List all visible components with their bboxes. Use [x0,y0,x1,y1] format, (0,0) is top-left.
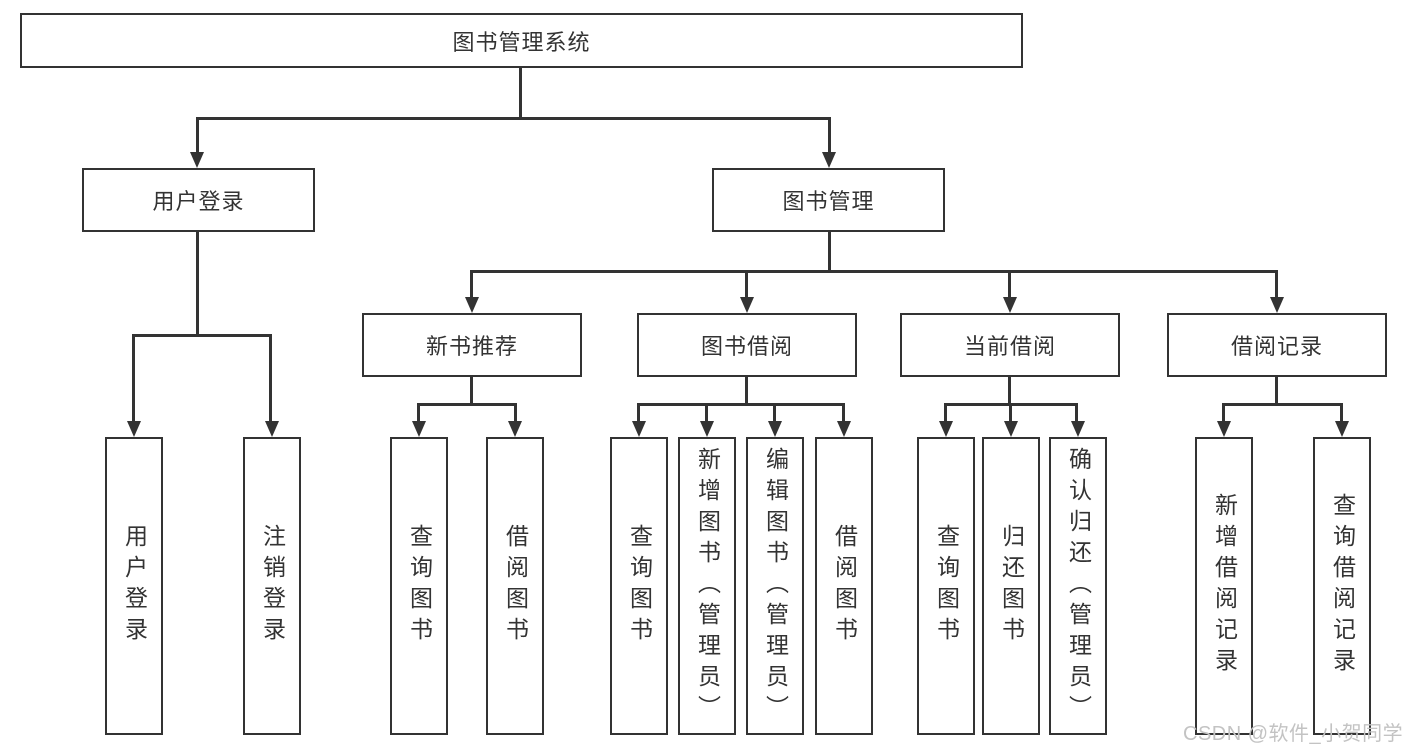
connector-arrow [768,421,782,437]
leaf-bb-add-books-admin-label: 新增图书（管理员） [694,446,721,726]
node-borrow-records-label: 借阅记录 [1230,334,1323,359]
leaf-cb-confirm-return-admin: 确认归还（管理员） [1049,437,1107,735]
connector-line [637,403,845,406]
connector-line [637,403,640,422]
leaf-logout-label: 注销登录 [259,524,286,648]
connector-arrow [700,421,714,437]
connector-line [132,334,272,337]
connector-line [944,403,947,422]
leaf-bb-edit-books-admin: 编辑图书（管理员） [746,437,804,735]
leaf-user-login: 用户登录 [105,437,163,735]
connector-arrow [822,152,836,168]
connector-line [1222,403,1342,406]
leaf-nb-borrow-books: 借阅图书 [486,437,544,735]
node-user-login: 用户登录 [82,168,315,232]
leaf-user-login-label: 用户登录 [121,524,148,648]
connector-arrow [1071,421,1085,437]
connector-arrow [1270,297,1284,313]
leaf-nb-borrow-books-label: 借阅图书 [502,524,529,648]
node-new-books-label: 新书推荐 [425,334,518,359]
connector-arrow [632,421,646,437]
connector-line [745,377,748,406]
leaf-bb-add-books-admin: 新增图书（管理员） [678,437,736,735]
node-current-borrow: 当前借阅 [900,313,1120,377]
connector-arrow [127,421,141,437]
leaf-br-add-record-label: 新增借阅记录 [1211,493,1238,679]
connector-line [514,403,517,422]
node-borrow-records: 借阅记录 [1167,313,1387,377]
connector-line [828,117,831,153]
connector-arrow [1335,421,1349,437]
node-book-mgmt-label: 图书管理 [782,189,875,214]
leaf-logout: 注销登录 [243,437,301,735]
connector-line [1222,403,1225,422]
connector-arrow [740,297,754,313]
node-new-books: 新书推荐 [362,313,582,377]
leaf-cb-query-books-label: 查询图书 [933,524,960,648]
connector-arrow [1004,421,1018,437]
connector-line [417,403,420,422]
connector-line [519,68,522,118]
connector-arrow [190,152,204,168]
leaf-bb-edit-books-admin-label: 编辑图书（管理员） [762,446,789,726]
connector-arrow [465,297,479,313]
connector-line [1275,270,1278,298]
node-book-mgmt: 图书管理 [712,168,945,232]
node-root: 图书管理系统 [20,13,1023,68]
connector-line [1340,403,1343,422]
connector-line [1275,377,1278,406]
leaf-cb-return-books: 归还图书 [982,437,1040,735]
connector-line [269,334,272,422]
leaf-br-query-record: 查询借阅记录 [1313,437,1371,735]
connector-line [417,403,517,406]
connector-arrow [412,421,426,437]
connector-line [1009,403,1012,422]
connector-line [842,403,845,422]
leaf-cb-confirm-return-admin-label: 确认归还（管理员） [1065,446,1092,726]
leaf-bb-query-books-label: 查询图书 [626,524,653,648]
connector-line [196,117,199,153]
connector-line [470,270,1278,273]
connector-line [1008,270,1011,298]
leaf-cb-return-books-label: 归还图书 [998,524,1025,648]
connector-line [1075,403,1078,422]
leaf-bb-borrow-books: 借阅图书 [815,437,873,735]
node-book-borrow-label: 图书借阅 [700,334,793,359]
leaf-bb-query-books: 查询图书 [610,437,668,735]
node-root-label: 图书管理系统 [452,29,591,55]
node-current-borrow-label: 当前借阅 [963,334,1056,359]
leaf-bb-borrow-books-label: 借阅图书 [831,524,858,648]
node-book-borrow: 图书借阅 [637,313,857,377]
connector-line [470,377,473,406]
leaf-br-query-record-label: 查询借阅记录 [1329,493,1356,679]
connector-arrow [1217,421,1231,437]
connector-line [828,232,831,273]
connector-line [196,117,831,120]
connector-arrow [508,421,522,437]
connector-line [1008,377,1011,406]
connector-line [773,403,776,422]
connector-arrow [837,421,851,437]
node-user-login-label: 用户登录 [152,189,245,214]
leaf-nb-query-books: 查询图书 [390,437,448,735]
leaf-nb-query-books-label: 查询图书 [406,524,433,648]
connector-line [745,270,748,298]
connector-arrow [1003,297,1017,313]
connector-line [132,334,135,422]
connector-arrow [265,421,279,437]
csdn-watermark: CSDN @软件_小贺同学 [1183,723,1404,745]
leaf-br-add-record: 新增借阅记录 [1195,437,1253,735]
connector-line [705,403,708,422]
connector-arrow [939,421,953,437]
connector-line [196,232,199,337]
connector-line [470,270,473,298]
leaf-cb-query-books: 查询图书 [917,437,975,735]
